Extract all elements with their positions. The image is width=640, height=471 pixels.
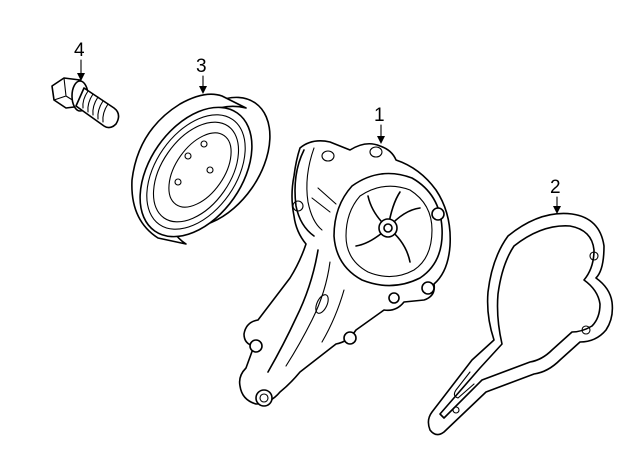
callout-arrow-4: [77, 73, 85, 81]
gasket-tab-detail: [453, 371, 475, 399]
pulley-hub-recess: [168, 132, 232, 208]
pulley-bolt-hole-3: [174, 178, 182, 186]
pump-boss-top-right: [369, 146, 383, 158]
part-water-pump[interactable]: [238, 140, 452, 407]
bolt-shank: [75, 87, 120, 129]
part-pulley[interactable]: [117, 77, 293, 258]
callout-3: 3: [196, 56, 207, 94]
pump-boss-bottom: [388, 292, 400, 304]
callout-arrow-3: [199, 86, 207, 94]
pump-volute: [333, 172, 443, 287]
callout-label-4: 4: [74, 40, 85, 61]
callout-label-1: 1: [374, 105, 385, 126]
gasket-hole-2: [581, 325, 591, 335]
pulley-groove-2: [152, 121, 240, 223]
part-bolt[interactable]: [51, 77, 120, 129]
callout-label-3: 3: [196, 56, 207, 77]
callout-label-2: 2: [550, 177, 561, 198]
pump-boss-foot: [255, 389, 273, 407]
callout-arrow-1: [377, 136, 385, 144]
pump-boss-right-lower: [421, 281, 435, 295]
pump-foot-hole: [259, 393, 269, 403]
pump-arm-pocket: [315, 294, 329, 314]
pump-volute-inner: [345, 185, 433, 278]
callout-arrow-2: [553, 206, 561, 214]
pump-inlet-edge: [294, 149, 315, 237]
bolt-threads: [82, 90, 109, 123]
gasket-inner: [439, 225, 601, 419]
pulley-bolt-hole-4: [206, 166, 214, 174]
pulley-groove-1: [146, 114, 246, 230]
part-gasket[interactable]: [427, 212, 614, 436]
pump-housing: [238, 140, 452, 405]
pulley-bolt-hole-1: [184, 152, 192, 160]
callout-2: 2: [550, 177, 561, 214]
callout-1: 1: [374, 105, 385, 144]
pump-inlet-ribs: [311, 187, 337, 213]
pulley-front-rim: [139, 106, 253, 238]
pump-arm-rib-outer: [267, 249, 319, 373]
gasket-hole-3: [452, 406, 460, 414]
pump-impeller: [355, 191, 421, 263]
pump-inlet-hole: [292, 200, 304, 212]
pulley-bolt-hole-2: [200, 140, 208, 148]
callout-4: 4: [74, 40, 85, 81]
pump-arm-rib-3: [321, 289, 345, 343]
pump-boss-left: [249, 339, 263, 353]
pump-boss-mid: [343, 331, 357, 345]
pump-boss-right-upper: [431, 207, 445, 221]
pump-boss-top-left: [321, 150, 335, 162]
pump-arm-rib-inner: [285, 261, 331, 367]
pump-inlet-inner: [306, 147, 323, 231]
gasket-hole-1: [589, 251, 599, 261]
